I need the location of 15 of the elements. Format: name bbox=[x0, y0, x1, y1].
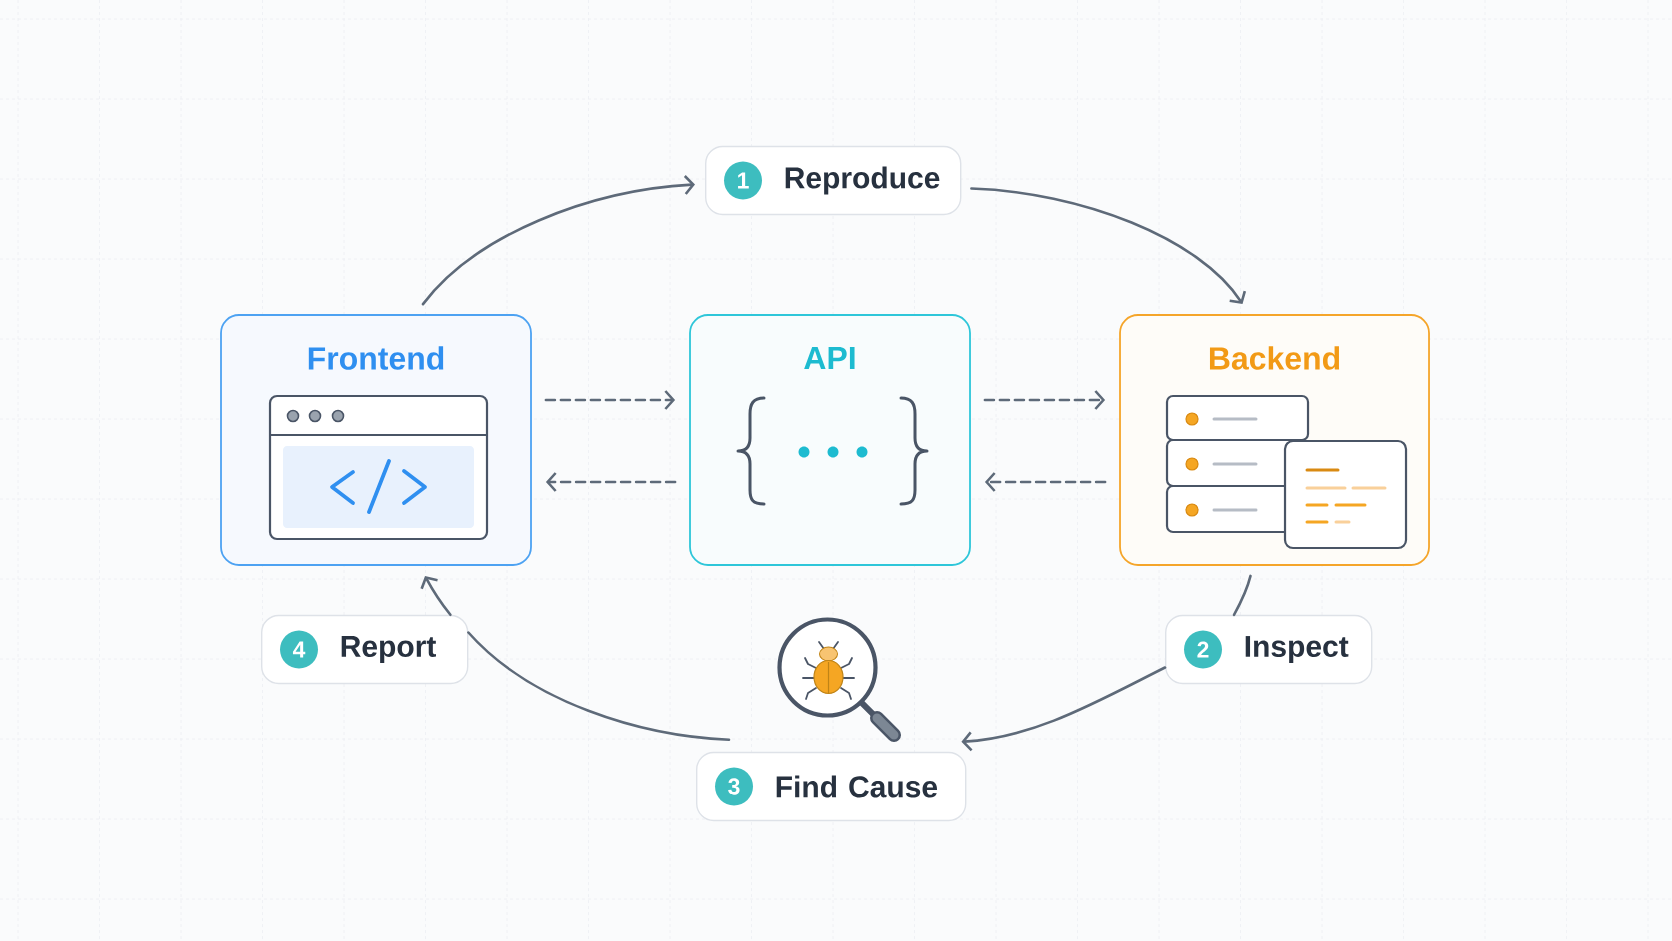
connector-line bbox=[1232, 574, 1252, 617]
dashed-arrow bbox=[983, 390, 1106, 410]
arrow bbox=[420, 575, 452, 617]
connector-line bbox=[467, 631, 731, 742]
number-badge: 3 bbox=[715, 767, 753, 806]
component-box: API bbox=[689, 314, 971, 566]
arrow bbox=[961, 666, 1167, 752]
number-badge: 4 bbox=[280, 630, 318, 669]
dashed-arrow bbox=[545, 472, 677, 492]
number-badge: 2 bbox=[1184, 630, 1222, 669]
dashed-arrow bbox=[984, 472, 1107, 492]
dashed-arrow bbox=[544, 390, 676, 410]
number-badge: 1 bbox=[724, 161, 762, 200]
arrow bbox=[421, 175, 695, 306]
arrow bbox=[970, 187, 1247, 305]
